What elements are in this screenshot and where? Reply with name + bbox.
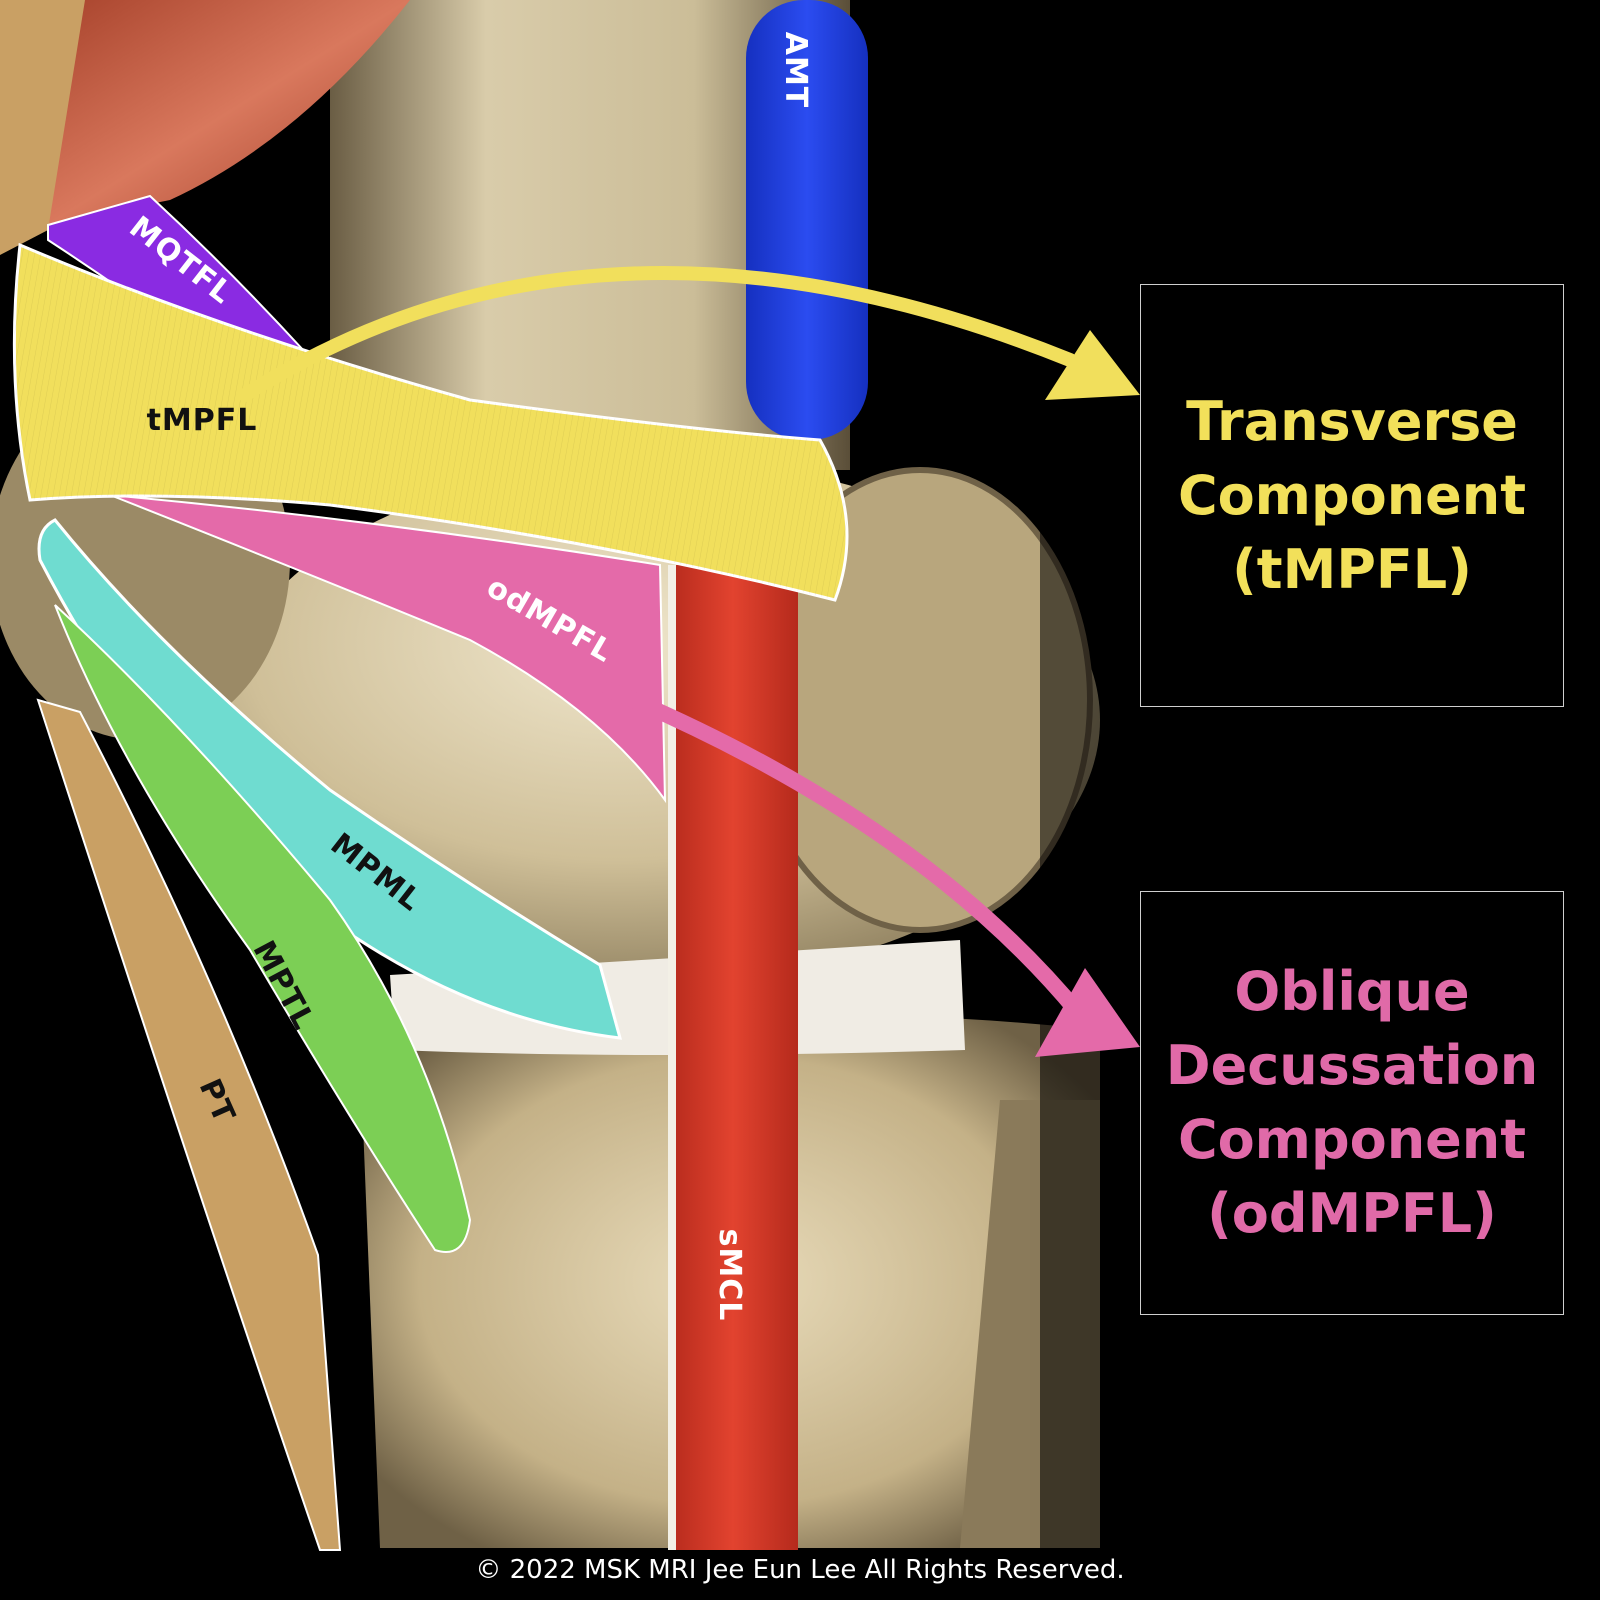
oblique-line-3: Component [1177, 1108, 1527, 1171]
pt-patellar-tendon [36, 698, 342, 1551]
vastus-medialis-muscle [48, 0, 410, 225]
oblique-line-4: (odMPFL) [1207, 1182, 1497, 1245]
transverse-arrowhead [1045, 330, 1140, 400]
oblique-line-1: Oblique [1234, 960, 1470, 1023]
oblique-arrow-shaft [602, 682, 1088, 1023]
smcl-light-edge [668, 565, 676, 1550]
label-amt: AMT [778, 32, 813, 109]
oblique-line-2: Decussation [1165, 1034, 1539, 1097]
transverse-line-1: Transverse [1186, 389, 1518, 453]
right-edge-shadow [1040, 0, 1100, 1548]
transverse-line-2: Component [1177, 463, 1527, 527]
transverse-line-3: (tMPFL) [1232, 537, 1472, 601]
quadriceps-tendon-strip [0, 0, 85, 255]
label-tmpfl: tMPFL [147, 403, 258, 438]
smcl-ligament [668, 565, 798, 1550]
amt-tendon [746, 0, 868, 440]
transverse-component-callout: Transverse Component (tMPFL) [1140, 284, 1564, 707]
oblique-arrowhead [1035, 968, 1140, 1057]
copyright-notice: © 2022 MSK MRI Jee Eun Lee All Rights Re… [475, 1555, 1125, 1585]
transverse-arrow-shaft [238, 266, 1077, 402]
label-smcl: sMCL [712, 1229, 747, 1322]
odmpfl-ligament [109, 494, 667, 804]
oblique-decussation-component-callout: Oblique Decussation Component (odMPFL) [1140, 891, 1564, 1315]
mptl-ligament [54, 604, 472, 1253]
